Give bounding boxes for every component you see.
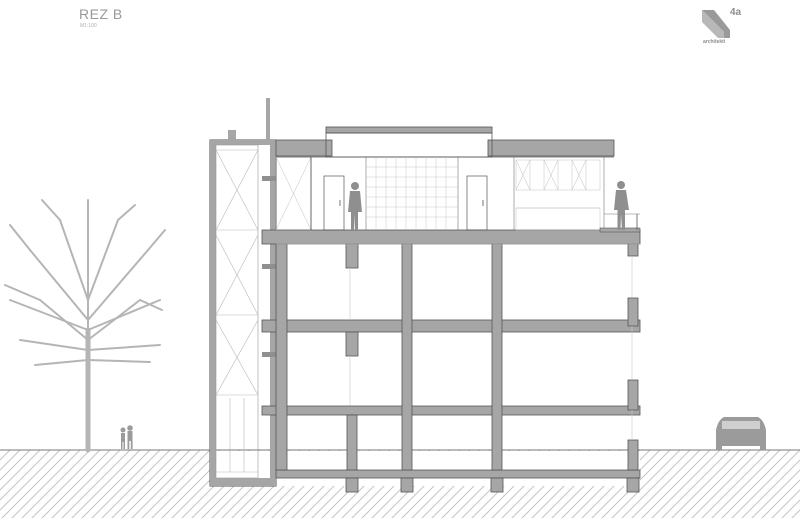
basement-hatch xyxy=(210,486,640,518)
drawing-title: REZ B xyxy=(79,6,123,22)
roof-pavilion xyxy=(275,126,641,233)
logo-number: 4a xyxy=(730,7,742,18)
facade-lines xyxy=(276,243,640,440)
logo-text: architekti xyxy=(703,39,726,45)
stair-shaft xyxy=(209,98,277,487)
floor-slabs xyxy=(261,229,641,479)
kitchen-cabinets xyxy=(515,159,601,231)
door-right xyxy=(466,175,488,231)
tree xyxy=(4,199,166,453)
door-left xyxy=(323,175,345,231)
tiled-wall xyxy=(366,157,458,230)
pedestrians xyxy=(120,425,133,449)
roof-people xyxy=(348,181,629,230)
drawing-scale: M1:100 xyxy=(80,23,97,29)
columns xyxy=(275,243,639,471)
foundations xyxy=(345,477,640,493)
car xyxy=(716,417,766,450)
firm-logo-icon xyxy=(702,10,730,38)
